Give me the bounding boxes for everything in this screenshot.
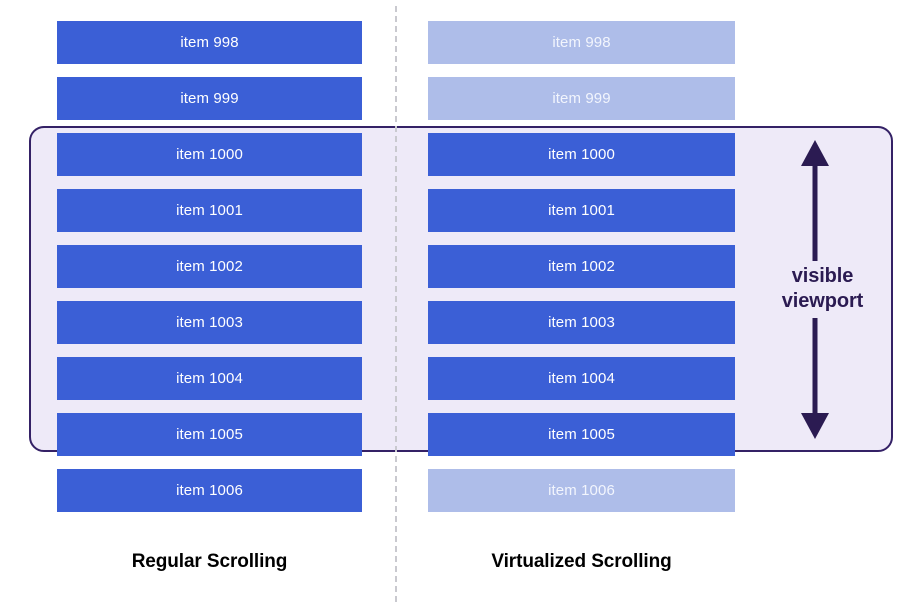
list-item[interactable]: item 1006 xyxy=(57,469,362,512)
virtualized-scrolling-label: Virtualized Scrolling xyxy=(491,551,672,572)
visible-viewport-caption: visible viewport xyxy=(781,264,864,314)
viewport-caption-line-1: visible xyxy=(791,265,854,287)
list-item[interactable]: item 1003 xyxy=(57,301,362,344)
regular-scrolling-label: Regular Scrolling xyxy=(131,551,288,572)
list-item[interactable]: item 1005 xyxy=(428,413,735,456)
list-item[interactable]: item 1004 xyxy=(428,357,735,400)
list-item[interactable]: item 1001 xyxy=(57,189,362,232)
list-item[interactable]: item 1005 xyxy=(57,413,362,456)
list-item[interactable]: item 998 xyxy=(428,21,735,64)
list-item[interactable]: item 999 xyxy=(428,77,735,120)
list-item[interactable]: item 1003 xyxy=(428,301,735,344)
list-item[interactable]: item 998 xyxy=(57,21,362,64)
list-item[interactable]: item 1006 xyxy=(428,469,735,512)
regular-scrolling-column: item 998 item 999 item 1000 item 1001 item 1… xyxy=(57,0,362,609)
visible-viewport-annotation: visible viewport xyxy=(752,126,893,452)
viewport-caption-line-2: viewport xyxy=(781,290,864,312)
virtualized-scrolling-column: item 998 item 999 item 1000 item 1001 item 1… xyxy=(428,0,735,609)
list-item[interactable]: item 1000 xyxy=(57,133,362,176)
column-divider xyxy=(395,6,397,602)
list-item[interactable]: item 1002 xyxy=(57,245,362,288)
list-item[interactable]: item 1004 xyxy=(57,357,362,400)
list-item[interactable]: item 999 xyxy=(57,77,362,120)
list-item[interactable]: item 1002 xyxy=(428,245,735,288)
list-item[interactable]: item 1001 xyxy=(428,189,735,232)
list-item[interactable]: item 1000 xyxy=(428,133,735,176)
